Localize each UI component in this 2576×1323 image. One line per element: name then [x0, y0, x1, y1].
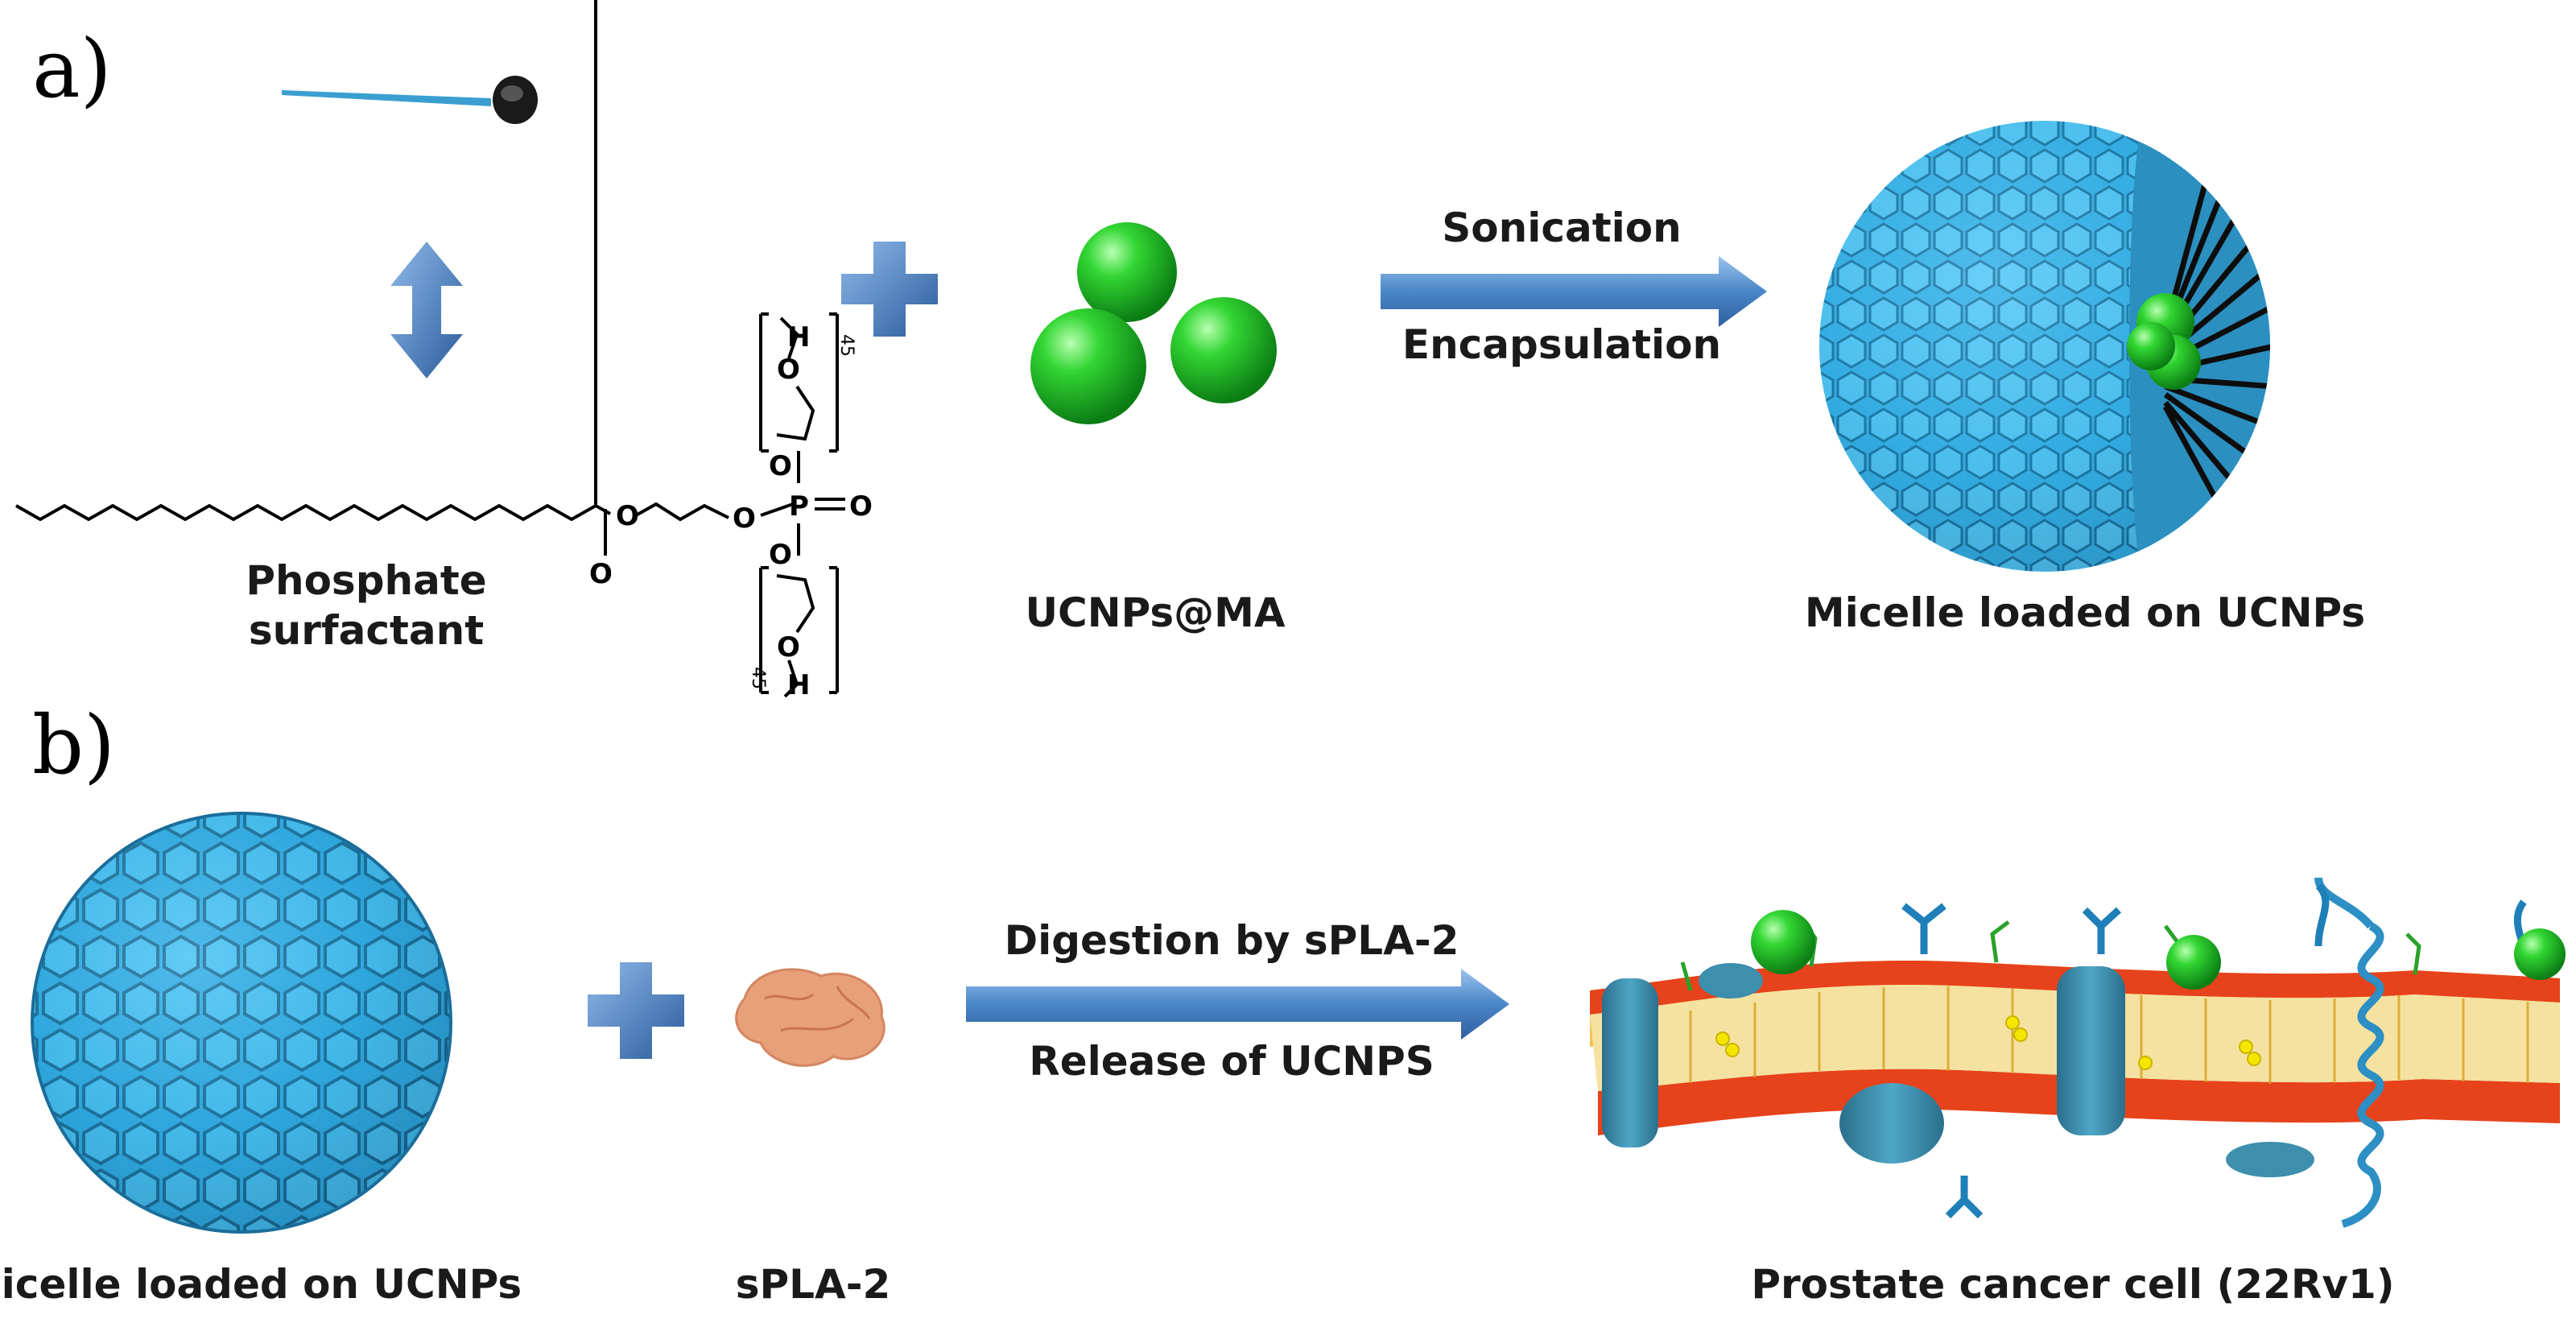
chem-atoms: O O O P O O O O H 45 O H 45	[589, 321, 873, 701]
cell-label: Prostate cancer cell (22Rv1)	[1751, 1261, 2394, 1308]
sonication-arrow	[1381, 256, 1767, 327]
plus-icon	[841, 242, 938, 337]
chem-h-top: H	[787, 321, 810, 353]
membrane-protein	[1699, 963, 1763, 998]
released-ucnp	[2514, 928, 2566, 980]
chem-p-atom: P	[789, 490, 809, 523]
chem-o-ester: O	[589, 558, 613, 590]
membrane-protein	[2057, 966, 2125, 1135]
chem-n-top: 45	[836, 334, 857, 357]
spla2-label: sPLA-2	[736, 1261, 891, 1308]
spla2-enzyme-icon	[735, 968, 886, 1067]
panel-b-letter: b)	[32, 698, 115, 792]
membrane-protein	[1602, 978, 1658, 1147]
chem-o-ether: O	[616, 500, 639, 532]
encapsulation-label: Encapsulation	[1402, 321, 1721, 368]
chem-h-bottom: H	[787, 669, 810, 701]
sonication-label: Sonication	[1442, 205, 1681, 251]
helix-protein	[2341, 922, 2384, 1228]
surfactant-molecule-icon	[282, 76, 538, 124]
released-ucnp	[2166, 935, 2221, 990]
surfactant-label-line1: Phosphate	[246, 557, 486, 604]
chem-o-bottom-end: O	[777, 631, 800, 664]
ucnp-sphere	[1077, 222, 1177, 322]
cell-membrane	[1590, 877, 2566, 1228]
release-label: Release of UCNPS	[1029, 1038, 1435, 1085]
micelle-sphere	[31, 812, 452, 1234]
ucnps-ma-label: UCNPs@MA	[1025, 589, 1285, 636]
plus-icon	[588, 962, 684, 1059]
chem-o-bottom: O	[769, 539, 792, 571]
phosphate-surfactant-structure	[15, 0, 845, 698]
digestion-label: Digestion by sPLA-2	[1005, 917, 1459, 964]
panel-a-letter: a)	[32, 22, 112, 116]
ucnp-sphere	[1170, 297, 1277, 403]
micelle-product-label: Micelle loaded on UCNPs	[1805, 589, 2365, 636]
chem-o-top: O	[769, 450, 792, 482]
membrane-protein	[2226, 1142, 2314, 1177]
chem-o-link: O	[733, 502, 756, 535]
surfactant-label-line2: surfactant	[249, 607, 484, 654]
ucnp-sphere	[1030, 308, 1146, 424]
micelle-label: Micelle loaded on UCNPs	[0, 1261, 522, 1308]
double-arrow-icon	[390, 242, 463, 378]
encapsulated-ucnp	[2127, 322, 2175, 370]
membrane-protein	[1839, 1083, 1944, 1164]
released-ucnp	[1751, 910, 1815, 974]
chem-o-top-end: O	[777, 353, 800, 386]
digestion-arrow	[966, 969, 1509, 1040]
chem-n-bottom: 45	[748, 667, 768, 689]
micelle-cutaway	[1819, 121, 2270, 572]
ucnp-spheres	[1030, 222, 1277, 424]
chem-o-double: O	[849, 490, 873, 523]
